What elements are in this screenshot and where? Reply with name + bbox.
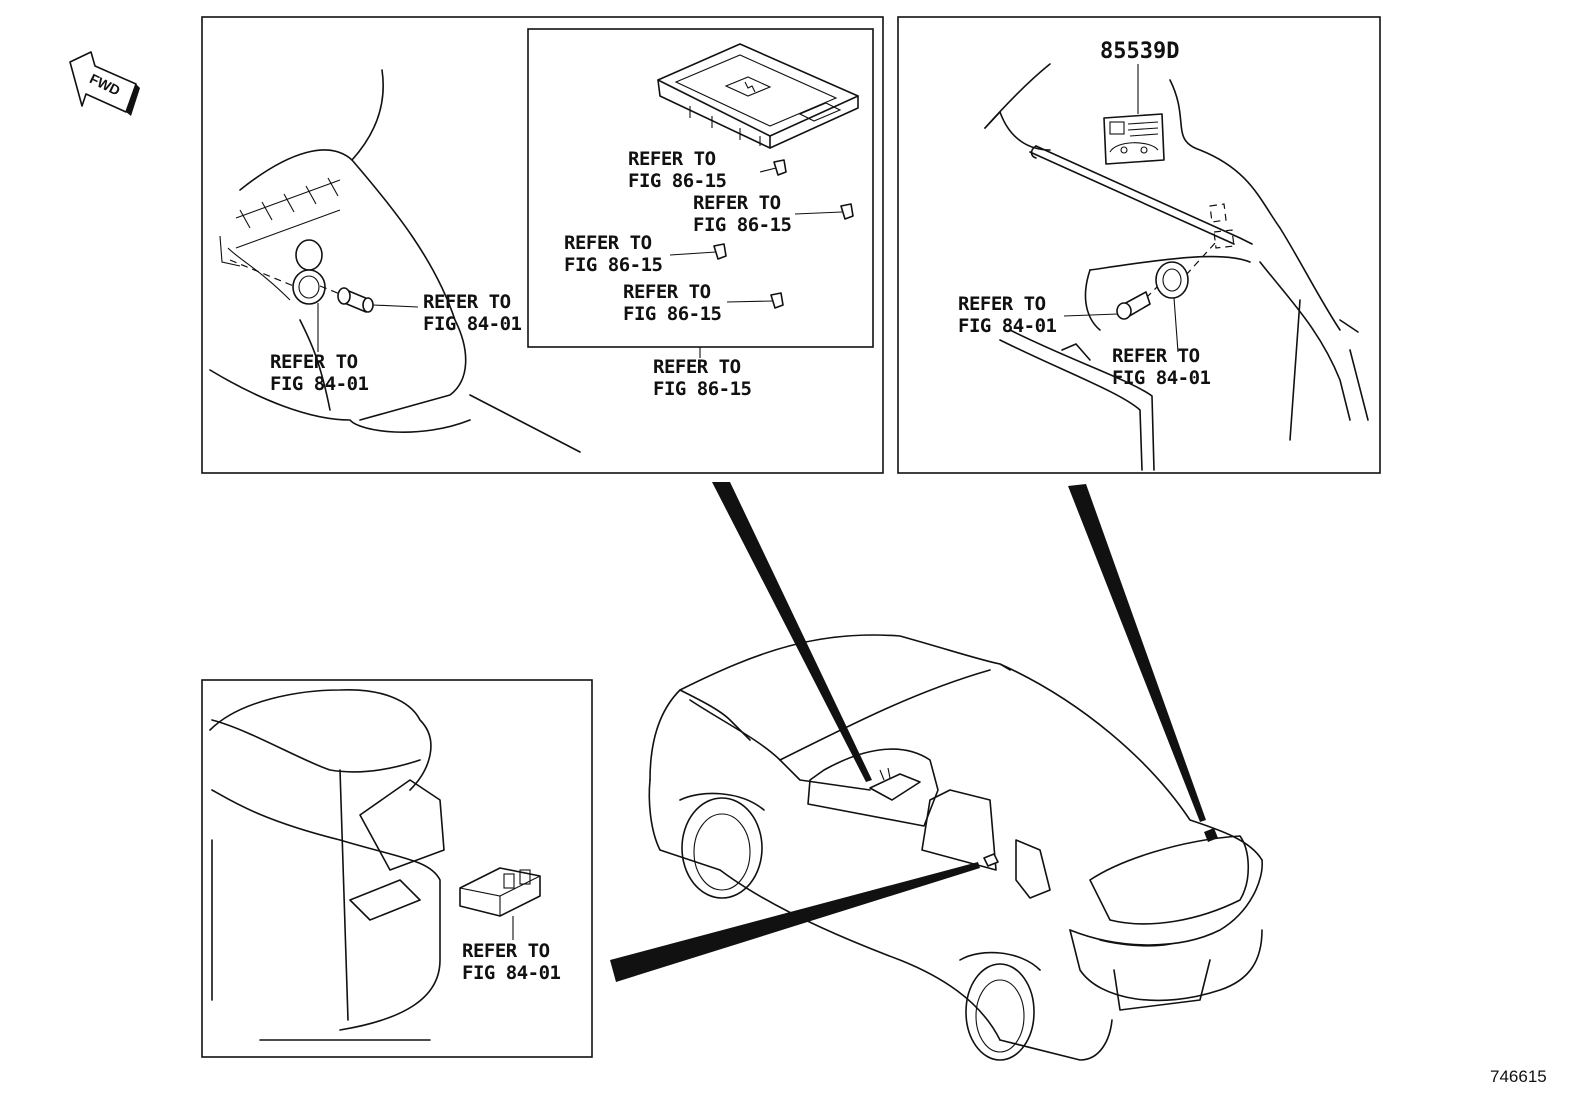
callout-line1: REFER TO (958, 293, 1046, 315)
callout-line1: REFER TO (653, 356, 741, 378)
callout-line1: REFER TO (1112, 345, 1200, 367)
callout-line2: FIG 84-01 (958, 315, 1057, 337)
panel-top-center: REFER TO FIG 86-15 REFER TO FIG 86-15 RE… (527, 28, 874, 348)
power-outlet-icon (1116, 261, 1189, 320)
callout-line2: FIG 86-15 (693, 214, 792, 236)
callout-line1: REFER TO (270, 351, 358, 373)
panel-frame (897, 16, 1381, 474)
location-pointers (610, 482, 1206, 982)
panel-top-left: REFER TO FIG 84-01 REFER TO FIG 84-01 (201, 16, 884, 474)
fwd-arrow-icon: FWD (69, 51, 140, 116)
panel-top-right: 85539D (897, 16, 1381, 474)
caution-label-icon (1103, 113, 1165, 165)
illustration-number: 746615 (1490, 1067, 1547, 1086)
callout-line2: FIG 84-01 (270, 373, 369, 395)
callout-line2: FIG 86-15 (564, 254, 663, 276)
callout-line2: FIG 86-15 (623, 303, 722, 325)
wireless-charger-icon (657, 43, 859, 149)
part-number: 85539D (1100, 39, 1179, 64)
callout-line1: REFER TO (623, 281, 711, 303)
callout-line2: FIG 84-01 (462, 962, 561, 984)
vehicle-overview-icon (648, 634, 1263, 1061)
power-outlet-icon (459, 867, 541, 917)
callout-line1: REFER TO (462, 940, 550, 962)
callout-line1: REFER TO (423, 291, 511, 313)
panel-frame (201, 16, 884, 474)
panel-bottom-left: REFER TO FIG 84-01 (201, 679, 593, 1058)
callout-line2: FIG 86-15 (628, 170, 727, 192)
callout-line2: FIG 86-15 (653, 378, 752, 400)
callout-line1: REFER TO (628, 148, 716, 170)
callout-line1: REFER TO (564, 232, 652, 254)
callout-line2: FIG 84-01 (1112, 367, 1211, 389)
clip-icon (713, 159, 854, 309)
power-outlet-icon (229, 239, 374, 313)
callout-line2: FIG 84-01 (423, 313, 522, 335)
panel-frame (201, 679, 593, 1058)
callout-line1: REFER TO (693, 192, 781, 214)
